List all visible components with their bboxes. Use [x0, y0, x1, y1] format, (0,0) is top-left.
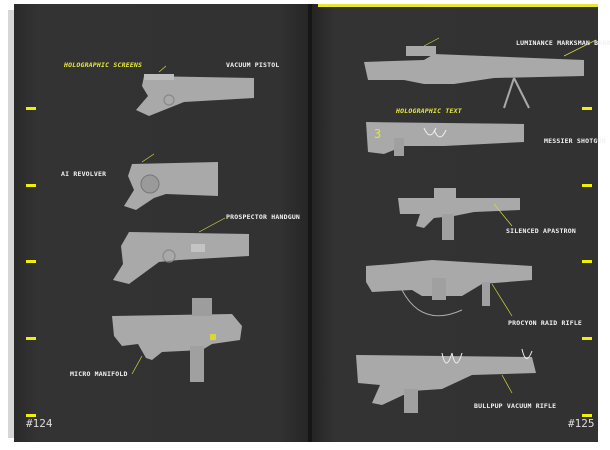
luminance-marksman-barrel-illustration [364, 37, 597, 109]
yellow-tab [582, 260, 592, 263]
open-book: HOLOGRAPHIC SCREENS VACUUM PISTOL AI REV… [8, 4, 610, 442]
label-luminance-marksman-barrel: LUMINANCE MARKSMAN BARREL [516, 39, 610, 47]
silenced-apastron-illustration [398, 188, 520, 240]
yellow-tab [582, 107, 592, 110]
messier-shotgun-illustration: 3 [366, 122, 524, 156]
procyon-raid-rifle-illustration [366, 260, 532, 317]
label-vacuum-pistol: VACUUM PISTOL [226, 61, 280, 69]
book-gutter [308, 4, 312, 442]
yellow-tab [582, 184, 592, 187]
left-page: HOLOGRAPHIC SCREENS VACUUM PISTOL AI REV… [14, 4, 308, 442]
yellow-tab [582, 414, 592, 417]
label-holographic-screens: HOLOGRAPHIC SCREENS [64, 61, 143, 69]
label-holographic-text: HOLOGRAPHIC TEXT [396, 107, 462, 115]
yellow-tab [26, 184, 36, 187]
prospector-handgun-illustration [113, 217, 249, 284]
label-procyon-raid-rifle: PROCYON RAID RIFLE [508, 319, 583, 327]
yellow-tab [582, 337, 592, 340]
svg-text:3: 3 [374, 127, 381, 141]
label-micro-manifold: MICRO MANIFOLD [70, 370, 128, 378]
yellow-tab [26, 337, 36, 340]
micro-manifold-illustration [112, 298, 242, 382]
yellow-tab [26, 260, 36, 263]
label-ai-revolver: AI REVOLVER [61, 170, 107, 178]
bullpup-vacuum-rifle-illustration [356, 348, 536, 413]
page-number-left: #124 [26, 417, 53, 430]
page-number-right: #125 [568, 417, 595, 430]
yellow-tab [26, 107, 36, 110]
label-bullpup-vacuum-rifle: BULLPUP VACUUM RIFLE [474, 402, 557, 410]
vacuum-pistol-illustration [136, 65, 254, 116]
ai-revolver-illustration [124, 153, 218, 210]
yellow-top-bar [318, 4, 598, 7]
label-prospector-handgun: PROSPECTOR HANDGUN [226, 213, 301, 221]
book-edge [8, 10, 14, 438]
label-silenced-apastron: SILENCED APASTRON [506, 227, 576, 235]
yellow-tab [26, 414, 36, 417]
right-page: 3 LUMINANCE MARKSMAN BARREL HOLOGRAPHIC … [312, 4, 610, 442]
label-messier-shotgun: MESSIER SHOTGUN [544, 137, 606, 145]
